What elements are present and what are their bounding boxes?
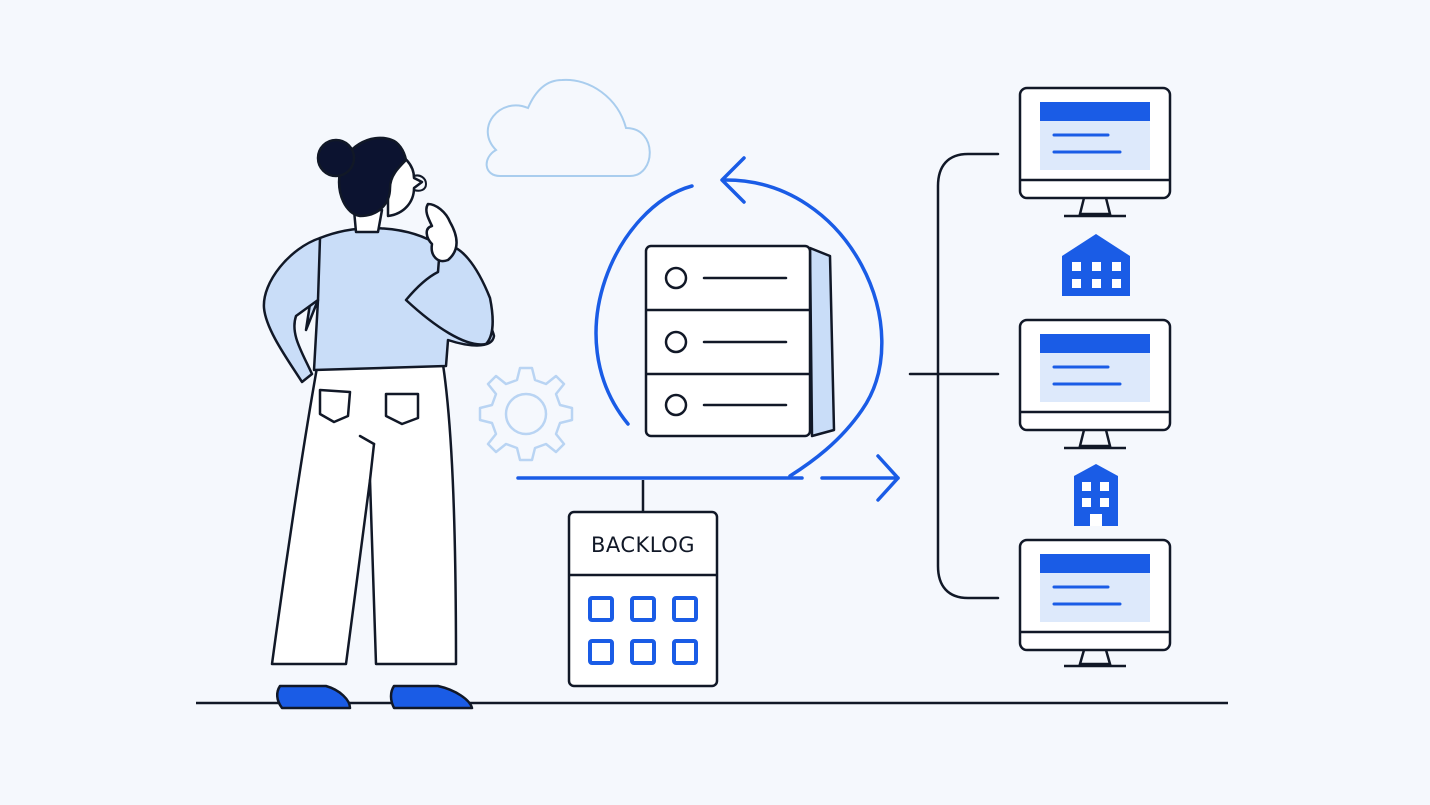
person-figure [262,136,496,710]
backlog-task-tile [672,639,698,665]
person-left-arm [262,236,322,384]
cloud-icon [485,78,651,177]
person-shoe-right [389,684,474,710]
backlog-task-tile [588,639,614,665]
building-icon [1062,234,1130,296]
server-icon [644,244,836,438]
backlog-task-tile [630,596,656,622]
backlog-board-icon: BACKLOG [567,510,719,688]
monitor-icon [1018,318,1172,450]
gear-icon [478,366,574,462]
monitor-icon [1018,86,1172,218]
person-right-arm [404,243,494,346]
person-hair-bun [316,138,356,178]
backlog-task-tile [588,596,614,622]
person-shoe-left [276,684,352,710]
person-hand [425,202,458,263]
building-icon [1074,464,1118,526]
person-pocket-right [384,392,420,426]
branch-connector [908,152,1000,600]
cycle-arrow-icon [594,156,884,478]
arrow-right-icon [820,454,900,502]
backlog-task-tile [672,596,698,622]
monitor-icon [1018,538,1172,668]
person-pants [270,356,458,666]
person-pocket-left [318,388,352,424]
backlog-label: BACKLOG [591,533,695,557]
backlog-task-tile [630,639,656,665]
